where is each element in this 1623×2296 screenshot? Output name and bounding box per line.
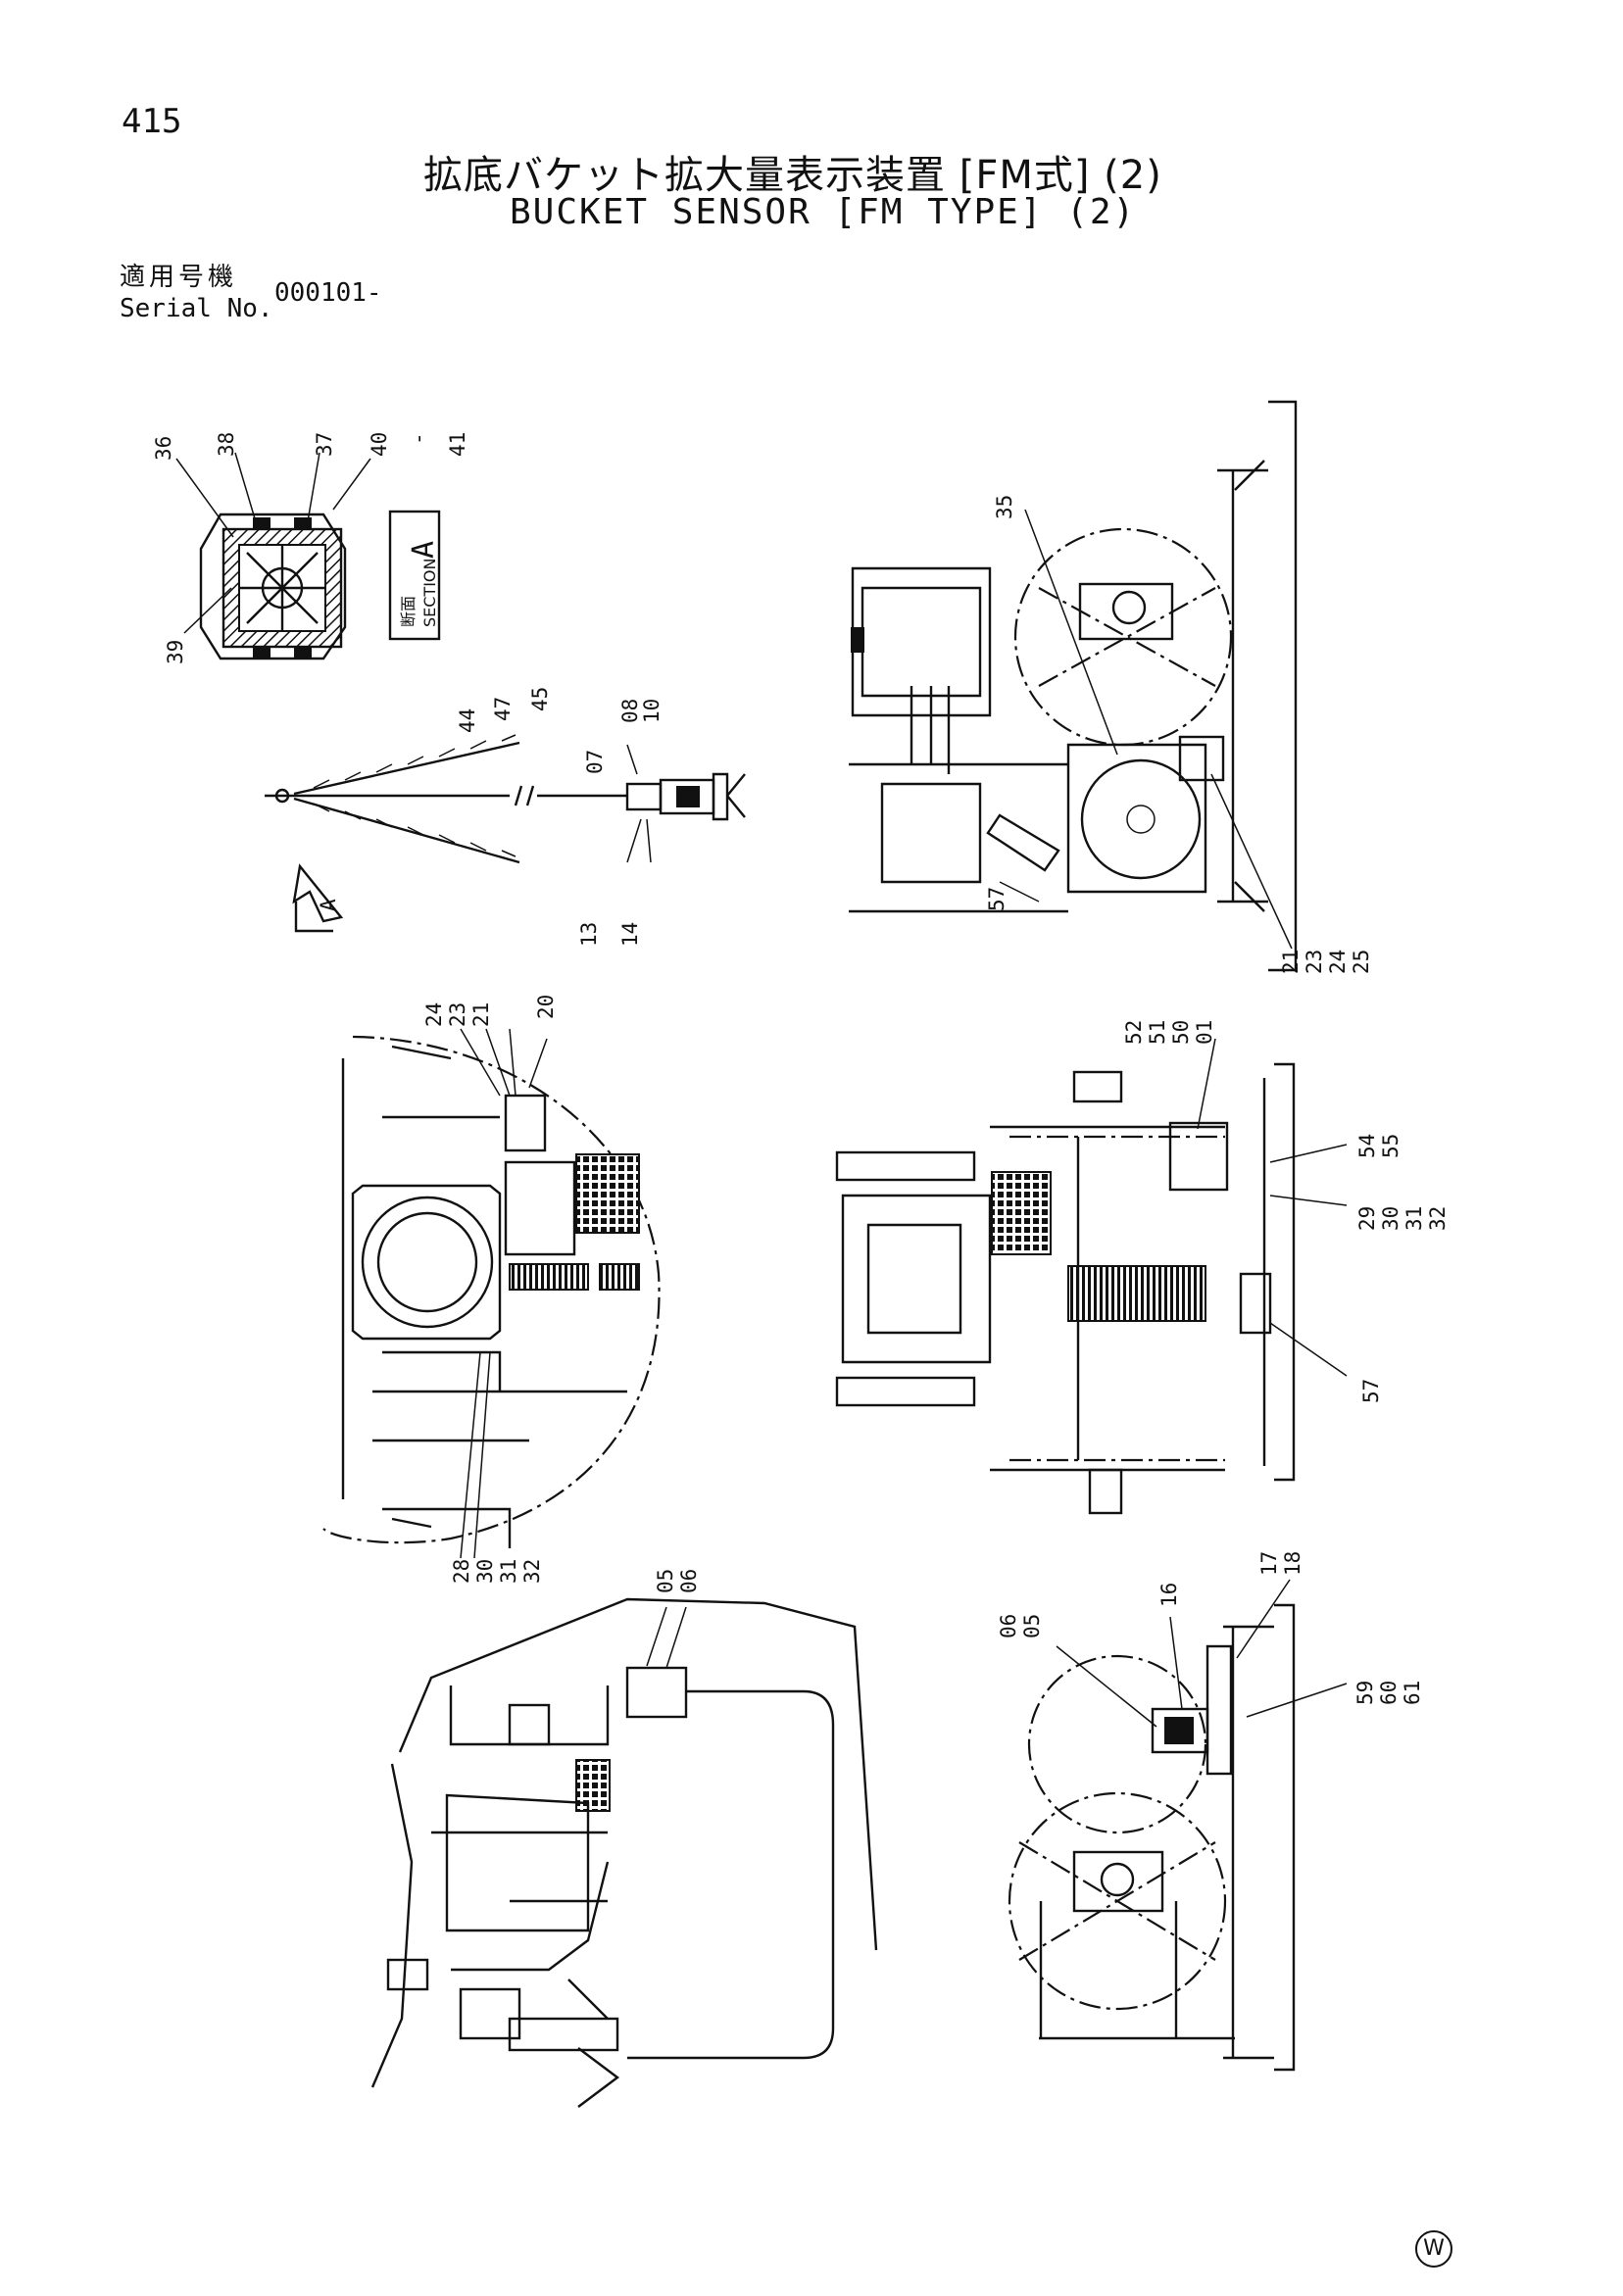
callout-24: 24	[422, 1002, 446, 1027]
callout-25: 25	[1350, 950, 1373, 974]
callout-01: 01	[1193, 1020, 1216, 1045]
drum-view-callouts: 06 05 16 17 18 59 60 61	[997, 1551, 1424, 1705]
section-a-callouts: 36 38 37 40 - 41 39	[152, 432, 469, 664]
section-label-japanese: 断面	[399, 596, 418, 627]
callout-41: 41	[446, 432, 469, 457]
callout-39: 39	[164, 640, 187, 664]
callout-38: 38	[215, 432, 238, 457]
page-title-english: BUCKET SENSOR [FM TYPE] (2)	[510, 192, 1137, 232]
callout-61: 61	[1401, 1681, 1424, 1705]
callout-60: 60	[1377, 1681, 1401, 1705]
callout-17: 17	[1257, 1551, 1281, 1576]
view-arrow-letter: A	[317, 899, 340, 911]
rear-view-callouts: 35 57 21 23 24 25	[985, 495, 1373, 974]
callout-50: 50	[1169, 1020, 1193, 1045]
rear-view-machine	[849, 400, 1298, 972]
callout-23: 23	[1303, 950, 1326, 974]
callout-57: 57	[1359, 1379, 1383, 1403]
callout-30: 30	[1379, 1206, 1402, 1231]
callout-36: 36	[152, 436, 175, 461]
page-number: 415	[122, 102, 182, 141]
callout-14: 14	[618, 922, 642, 947]
callout-35: 35	[993, 495, 1016, 519]
callout-20: 20	[534, 995, 558, 1019]
sensor-chain-assembly	[265, 734, 746, 864]
cab-view-callouts: 05 06	[654, 1569, 701, 1593]
section-a-view	[175, 452, 371, 660]
callout-59: 59	[1353, 1681, 1377, 1705]
callout-54: 54	[1355, 1134, 1379, 1158]
maker-logo-mark: W	[1415, 2230, 1452, 2268]
section-a-label-box: 断面 SECTION A	[388, 510, 441, 641]
callout-32: 32	[520, 1559, 544, 1584]
callout-37: 37	[313, 432, 336, 457]
callout-31: 31	[497, 1559, 520, 1584]
section-label-english: SECTION	[420, 559, 439, 628]
callout-23: 23	[446, 1002, 469, 1027]
callout-08: 08	[618, 699, 642, 723]
view-arrow-a: A	[292, 863, 344, 933]
side-view-callouts: 52 51 50 01 54 55 29 30 31 32 57	[1122, 1020, 1450, 1403]
section-label-letter: A	[407, 541, 441, 559]
callout-13: 13	[577, 922, 601, 947]
callout-29: 29	[1355, 1206, 1379, 1231]
callout-06: 06	[677, 1569, 701, 1593]
page-title-japanese: 拡底バケット拡大量表示装置 [FM式] (2)	[423, 153, 1162, 198]
callout-dash: -	[407, 432, 430, 445]
sensor-callouts: 44 47 45 07 08 10 13 14	[456, 687, 664, 947]
side-view-machine	[835, 1038, 1348, 1515]
callout-31: 31	[1402, 1206, 1426, 1231]
callout-40: 40	[368, 432, 391, 457]
callout-07: 07	[583, 750, 607, 774]
callout-57: 57	[985, 887, 1008, 911]
callout-52: 52	[1122, 1020, 1146, 1045]
callout-05: 05	[1020, 1614, 1044, 1638]
callout-06: 06	[997, 1614, 1020, 1638]
callout-30: 30	[473, 1559, 497, 1584]
cab-view-machine	[370, 1597, 878, 2108]
drum-view-machine	[1008, 1579, 1348, 2072]
callout-10: 10	[640, 699, 664, 723]
callout-21: 21	[1279, 950, 1303, 974]
callout-05: 05	[654, 1569, 677, 1593]
callout-45: 45	[528, 687, 552, 711]
callout-55: 55	[1379, 1134, 1402, 1158]
callout-21: 21	[469, 1002, 493, 1027]
callout-16: 16	[1157, 1583, 1181, 1607]
callout-51: 51	[1146, 1020, 1169, 1045]
callout-24: 24	[1326, 950, 1350, 974]
top-view-callouts: 24 23 21 20 28 30 31 32	[422, 995, 558, 1584]
callout-47: 47	[491, 697, 515, 721]
serial-number-value: 000101-	[274, 278, 382, 308]
serial-label-english: Serial No.	[120, 294, 273, 323]
callout-28: 28	[450, 1559, 473, 1584]
callout-32: 32	[1426, 1206, 1450, 1231]
top-view-machine	[322, 1028, 661, 1559]
callout-18: 18	[1281, 1551, 1304, 1576]
serial-label-japanese: 適用号機	[120, 263, 238, 292]
callout-44: 44	[456, 708, 479, 733]
